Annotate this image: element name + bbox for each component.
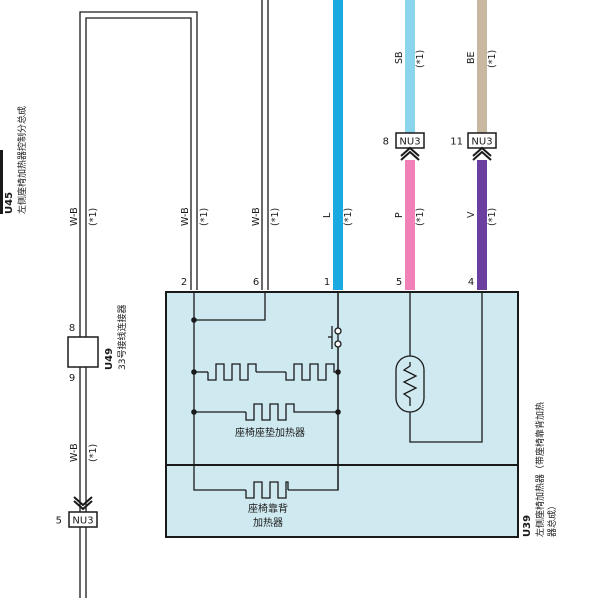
svg-text:6: 6 — [253, 277, 259, 288]
svg-text:2: 2 — [181, 277, 187, 288]
thermistor-icon — [395, 355, 425, 413]
u49-junction-connector: 8 9 U49 33号接线连接器 — [67, 305, 128, 384]
wire-p-pink — [405, 160, 415, 290]
svg-text:P: P — [394, 212, 405, 218]
u39-name-line2: 器总成） — [546, 501, 558, 537]
nu3-pin-number: 5 — [56, 516, 62, 527]
svg-text:(*1): (*1) — [415, 50, 426, 68]
svg-text:(*1): (*1) — [343, 208, 354, 226]
svg-text:(*1): (*1) — [270, 208, 281, 226]
seat-back-heater-label-line2: 加热器 — [253, 516, 283, 529]
u45-code: U45 — [4, 192, 15, 214]
svg-text:5: 5 — [396, 277, 402, 288]
wire-be-beige — [477, 0, 487, 133]
u49-code: U49 — [104, 348, 115, 370]
connector-nu3-pin11: NU3 11 — [450, 132, 497, 161]
svg-text:(*1): (*1) — [487, 208, 498, 226]
u39-component-box — [165, 291, 519, 538]
svg-text:(*1): (*1) — [415, 208, 426, 226]
svg-text:(*1): (*1) — [88, 208, 99, 226]
svg-text:SB: SB — [394, 51, 405, 64]
svg-text:(*1): (*1) — [88, 444, 99, 462]
svg-text:W-B: W-B — [69, 443, 80, 462]
u49-pin-bottom: 9 — [69, 373, 75, 384]
svg-text:W-B: W-B — [180, 207, 191, 226]
svg-text:NU3: NU3 — [72, 516, 93, 527]
svg-text:NU3: NU3 — [471, 137, 492, 148]
svg-text:V: V — [466, 211, 477, 218]
wire-sb-light-blue — [405, 0, 415, 133]
nu3-pin-number: 11 — [450, 137, 463, 148]
svg-text:W-B: W-B — [251, 207, 262, 226]
svg-text:W-B: W-B — [69, 207, 80, 226]
connector-nu3-pin8: NU3 8 — [383, 132, 425, 161]
svg-text:L: L — [322, 212, 333, 218]
u39-name-line1: 左侧座椅加热器（带座椅靠背加热 — [534, 402, 546, 537]
seat-back-heater-label-line1: 座椅靠背 — [248, 502, 288, 515]
svg-text:(*1): (*1) — [487, 50, 498, 68]
u49-name: 33号接线连接器 — [116, 305, 128, 370]
u39-code: U39 — [522, 515, 533, 537]
svg-text:1: 1 — [324, 277, 330, 288]
svg-text:BE: BE — [466, 51, 477, 64]
svg-text:NU3: NU3 — [399, 137, 420, 148]
wire-wb-group — [79, 0, 269, 598]
thermostat-switch-icon — [328, 326, 342, 349]
wire-v-violet — [477, 160, 487, 290]
wire-labels: W-B (*1) W-B (*1) W-B (*1) W-B (*1) L (*… — [69, 50, 498, 462]
u49-pin-top: 8 — [69, 323, 75, 334]
svg-text:(*1): (*1) — [199, 208, 210, 226]
seat-cushion-heater-label: 座椅座垫加热器 — [235, 426, 305, 439]
u45-name: 左侧座椅加热器控制分总成 — [16, 106, 28, 214]
svg-text:4: 4 — [468, 277, 474, 288]
wire-l-blue — [333, 0, 343, 290]
connector-nu3-pin5: NU3 5 — [56, 496, 98, 528]
internal-wiring — [193, 292, 483, 499]
u45-bracket — [0, 150, 3, 214]
box-pin-numbers: 2 6 1 5 4 — [181, 277, 474, 288]
junction-dots — [191, 317, 341, 415]
nu3-pin-number: 8 — [383, 137, 389, 148]
